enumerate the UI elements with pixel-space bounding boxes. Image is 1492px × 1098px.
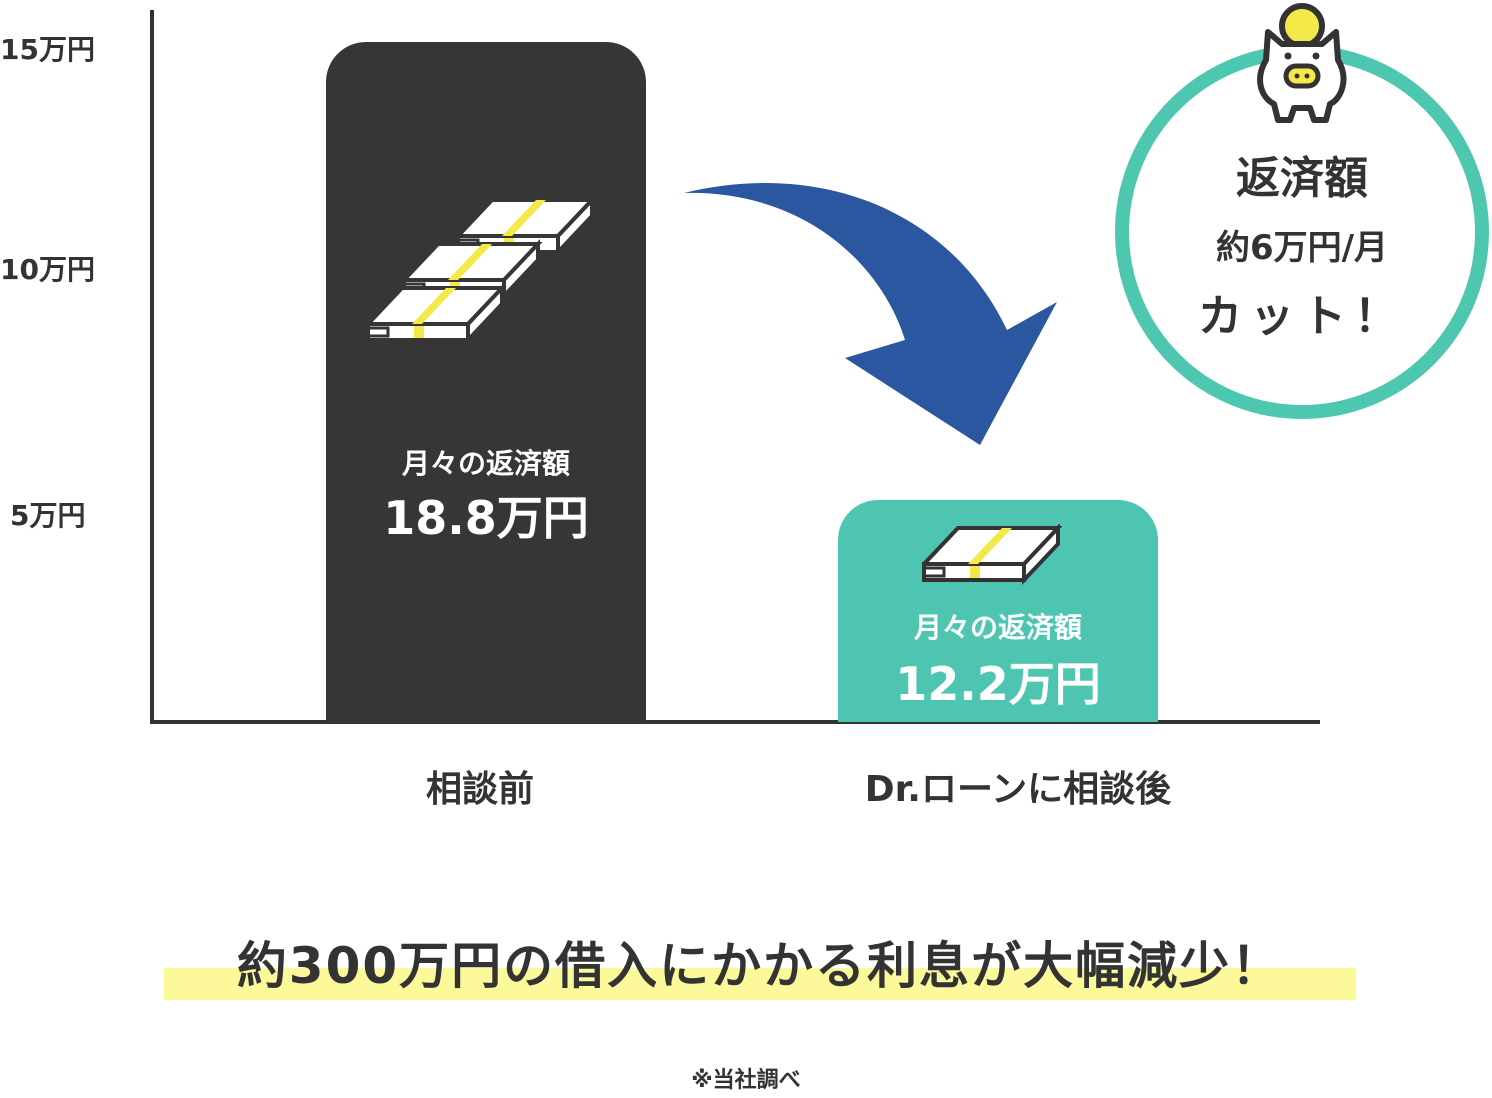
money-icon bbox=[922, 524, 1062, 586]
y-tick-15: 15万円 bbox=[0, 33, 95, 66]
callout-title: 返済額 bbox=[1236, 153, 1368, 204]
bar-before-value: 18.8万円 bbox=[383, 491, 589, 545]
headline: 約300万円の借入にかかる利息が大幅減少！ bbox=[236, 937, 1284, 995]
bar-after: 月々の返済額 12.2万円 bbox=[838, 500, 1158, 722]
y-tick-10: 10万円 bbox=[0, 253, 95, 286]
x-label-after: Dr.ローンに相談後 bbox=[864, 769, 1172, 810]
x-label-before: 相談前 bbox=[425, 769, 534, 810]
callout-cut: カット！ bbox=[1198, 291, 1406, 342]
bar-before-caption: 月々の返済額 bbox=[401, 447, 570, 480]
footnote: ※当社調べ bbox=[691, 1068, 801, 1093]
bar-before: 月々の返済額 18.8万円 bbox=[326, 42, 646, 722]
bar-after-caption: 月々の返済額 bbox=[913, 611, 1082, 644]
headline-highlight bbox=[164, 968, 1356, 1000]
y-tick-5: 5万円 bbox=[10, 499, 86, 532]
callout-amount: 約6万円/月 bbox=[1215, 228, 1389, 268]
piggy-bank-icon bbox=[1257, 3, 1347, 123]
bar-after-value: 12.2万円 bbox=[895, 657, 1101, 711]
